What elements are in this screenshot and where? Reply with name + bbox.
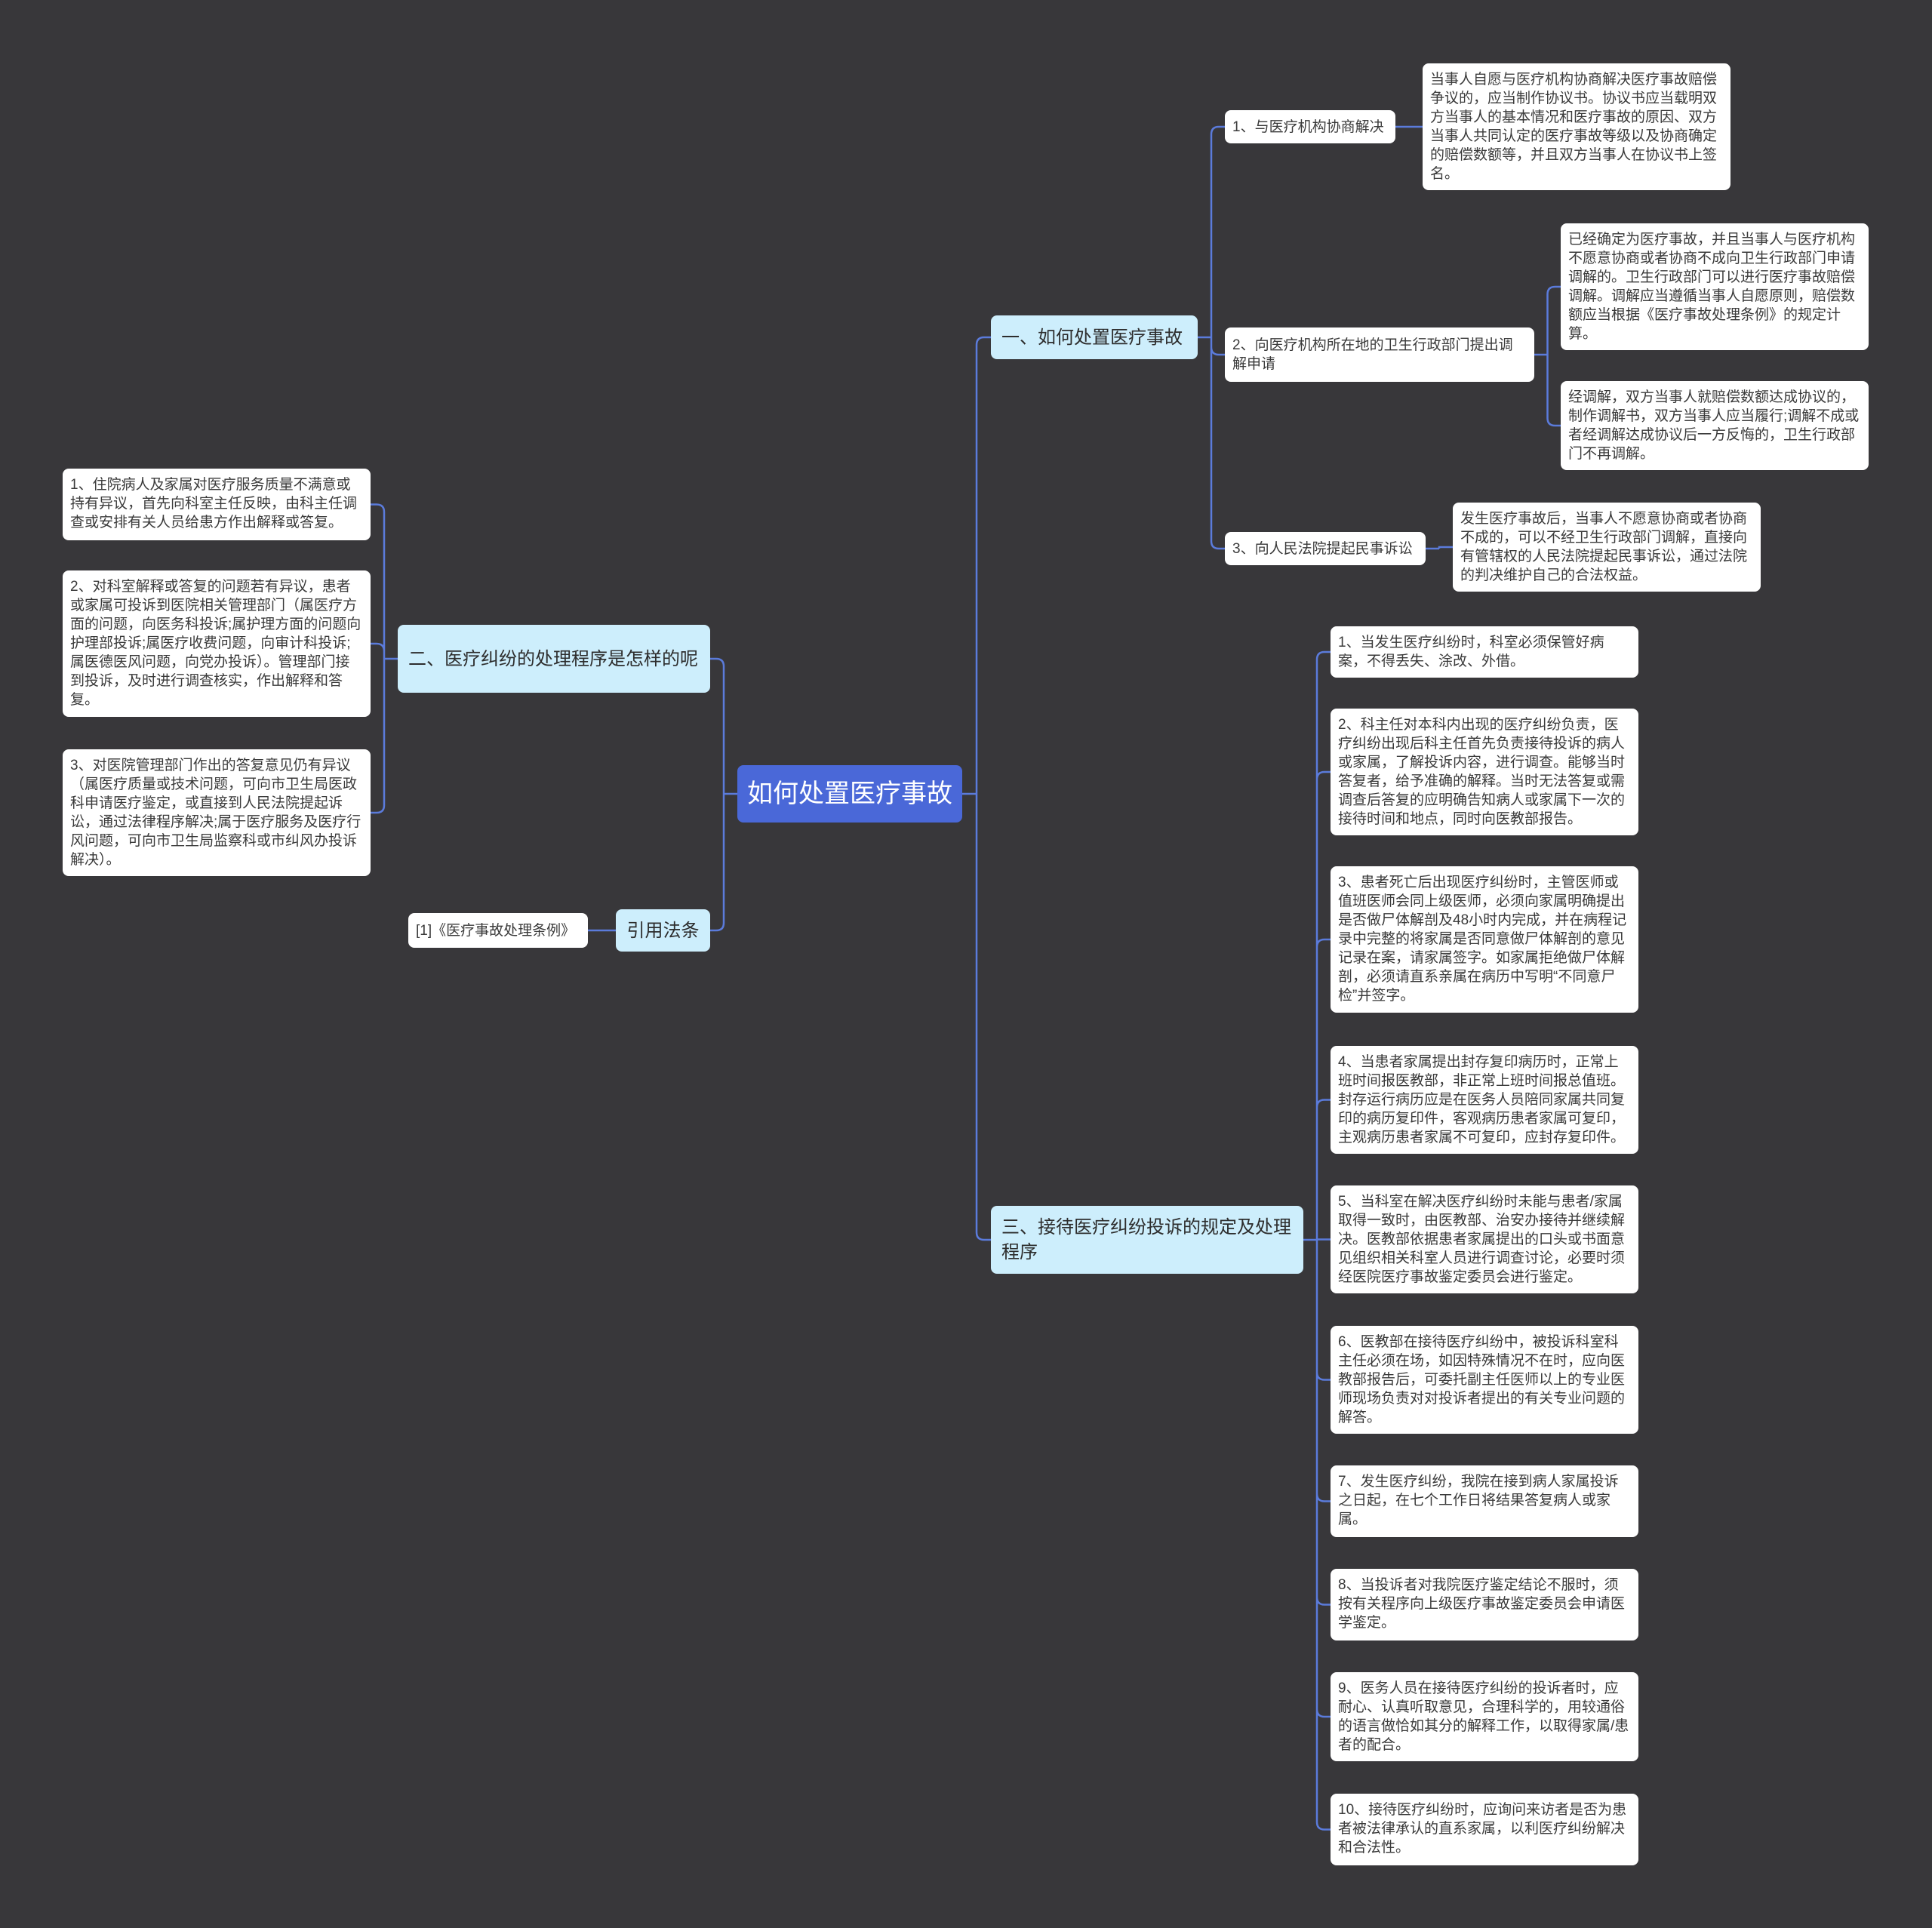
connector-root-topic xyxy=(710,657,737,932)
procedure-item-1: 1、住院病人及家属对医疗服务质量不满意或持有异议，首先向科室主任反映，由科主任调… xyxy=(63,469,371,540)
subtopic-mediation[interactable]: 2、向医疗机构所在地的卫生行政部门提出调解申请 xyxy=(1225,327,1534,382)
reception-item-5: 5、当科室在解决医疗纠纷时未能与患者/家属取得一致时，由医教部、治安办接待并继续… xyxy=(1331,1185,1638,1293)
reception-item-10: 10、接待医疗纠纷时，应询问来访者是否为患者被法律承认的直系家属，以利医疗纠纷解… xyxy=(1331,1794,1638,1865)
connector-branch-handling xyxy=(1198,125,1225,550)
reception-item-7: 7、发生医疗纠纷，我院在接到病人家属投诉之日起，在七个工作日将结果答复病人或家属… xyxy=(1331,1465,1638,1537)
connector-root-topic xyxy=(962,336,991,1241)
branch-reception-rules[interactable]: 三、接待医疗纠纷投诉的规定及处理程序 xyxy=(991,1206,1303,1274)
branch-handling[interactable]: 一、如何处置医疗事故 xyxy=(991,315,1198,359)
reception-item-2: 2、科主任对本科内出现的医疗纠纷负责，医疗纠纷出现后科主任首先负责接待投诉的病人… xyxy=(1331,709,1638,835)
root-topic[interactable]: 如何处置医疗事故 xyxy=(737,765,962,823)
detail-lawsuit: 发生医疗事故后，当事人不愿意协商或者协商不成的，可以不经卫生行政部门调解，直接向… xyxy=(1453,503,1761,592)
connector-subtopic-lawsuit xyxy=(1426,546,1453,550)
reception-item-8: 8、当投诉者对我院医疗鉴定结论不服时，须按有关程序向上级医疗事故鉴定委员会申请医… xyxy=(1331,1569,1638,1640)
reception-item-9: 9、医务人员在接待医疗纠纷的投诉者时，应耐心、认真听取意见，合理科学的，用较通俗… xyxy=(1331,1672,1638,1761)
branch-citation[interactable]: 引用法条 xyxy=(616,909,710,952)
procedure-item-3: 3、对医院管理部门作出的答复意见仍有异议（属医疗质量或技术问题，可向市卫生局医政… xyxy=(63,749,371,876)
detail-mediation-application: 已经确定为医疗事故，并且当事人与医疗机构不愿意协商或者协商不成向卫生行政部门申请… xyxy=(1561,223,1869,350)
detail-mediation-result: 经调解，双方当事人就赔偿数额达成协议的，制作调解书，双方当事人应当履行;调解不成… xyxy=(1561,381,1869,470)
reception-item-6: 6、医教部在接待医疗纠纷中，被投诉科室科主任必须在场，如因特殊情况不在时，应向医… xyxy=(1331,1326,1638,1434)
procedure-item-2: 2、对科室解释或答复的问题若有异议，患者或家属可投诉到医院相关管理部门（属医疗方… xyxy=(63,570,371,717)
connector-branch-procedure xyxy=(371,503,398,814)
reception-item-3: 3、患者死亡后出现医疗纠纷时，主管医师或值班医师会同上级医师，必须向家属明确提出… xyxy=(1331,866,1638,1013)
reception-item-4: 4、当患者家属提出封存复印病历时，正常上班时间报医教部，非正常上班时间报总值班。… xyxy=(1331,1046,1638,1154)
citation-regulation[interactable]: [1]《医疗事故处理条例》 xyxy=(408,913,588,948)
reception-item-1: 1、当发生医疗纠纷时，科室必须保管好病案，不得丢失、涂改、外借。 xyxy=(1331,626,1638,678)
subtopic-negotiation[interactable]: 1、与医疗机构协商解决 xyxy=(1225,110,1395,143)
subtopic-lawsuit[interactable]: 3、向人民法院提起民事诉讼 xyxy=(1225,532,1426,565)
connector-subtopic-mediation xyxy=(1534,285,1561,427)
connector-branch-reception-rules xyxy=(1303,650,1331,1831)
branch-procedure[interactable]: 二、医疗纠纷的处理程序是怎样的呢 xyxy=(398,625,710,693)
detail-negotiation: 当事人自愿与医疗机构协商解决医疗事故赔偿争议的，应当制作协议书。协议书应当载明双… xyxy=(1423,63,1730,190)
